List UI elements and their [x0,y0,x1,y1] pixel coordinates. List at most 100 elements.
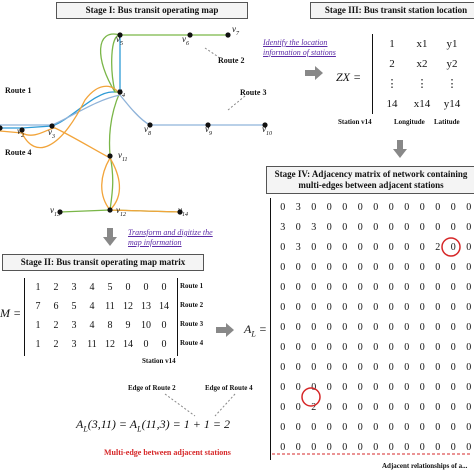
a-cell-2-4: 0 [342,242,348,253]
m-cell-1-0: 7 [35,301,41,312]
a-cell-11-3: 0 [326,422,332,433]
m-cell-3-7: 0 [161,339,167,350]
station-node-v9 [205,122,211,128]
a-cell-8-12: 0 [466,362,472,373]
m-cell-0-6: 0 [143,282,149,293]
a-cell-9-4: 0 [342,382,348,393]
a-cell-4-7: 0 [388,282,394,293]
a-cell-8-0: 0 [280,362,286,373]
a-cell-5-1: 0 [295,302,301,313]
zx-cell-0-0: 1 [389,38,395,50]
a-cell-3-4: 0 [342,262,348,273]
station-node-v7 [225,32,231,38]
dashed-bottom-line [272,453,472,455]
arrow-right-2-icon [216,323,234,337]
route4-line [0,127,181,213]
equation-caption: Multi-edge between adjacent stations [104,448,231,457]
a-cell-12-11: 0 [450,442,456,453]
a-cell-9-12: 0 [466,382,472,393]
equation-text: AL(3,11) = AL(11,3) = 1 + 1 = 2 [76,417,230,434]
a-cell-4-10: 0 [435,282,441,293]
v14-label: v14 [178,205,188,218]
a-cell-4-5: 0 [357,282,363,293]
a-cell-9-9: 0 [419,382,425,393]
a-cell-8-6: 0 [373,362,379,373]
edge-label-route4: Edge of Route 4 [205,384,253,392]
a-cell-4-0: 0 [280,282,286,293]
station-node-v10 [262,122,268,128]
route3-label: Route 3 [240,88,267,97]
m-cell-2-3: 4 [89,320,95,331]
a-cell-7-12: 0 [466,342,472,353]
a-cell-5-5: 0 [357,302,363,313]
a-cell-5-6: 0 [373,302,379,313]
a-cell-1-8: 0 [404,222,410,233]
m-cell-1-6: 13 [141,301,151,312]
arrow-note-2: Transform and digitize the map informati… [128,228,213,247]
a-cell-8-7: 0 [388,362,394,373]
m-cell-0-5: 0 [125,282,131,293]
a-cell-11-0: 0 [280,422,286,433]
m-cell-3-3: 11 [87,339,97,350]
highlight-circle-2-11-3 [301,387,321,407]
m-cell-1-3: 4 [89,301,95,312]
zx-cell-0-2: y1 [446,38,458,50]
stage3-footer-longitude: Longitude [394,118,425,126]
a-cell-12-12: 0 [466,442,472,453]
a-cell-3-9: 0 [419,262,425,273]
v11-label: v11 [118,150,128,163]
stage2-title: Stage II: Bus transit operating map matr… [2,254,204,271]
m-cell-1-4: 11 [105,301,115,312]
a-cell-3-1: 0 [295,262,301,273]
v3-label: v3 [48,127,55,140]
a-cell-2-0: 0 [280,242,286,253]
highlight-circle-2-3-11 [441,237,461,257]
a-cell-11-4: 0 [342,422,348,433]
a-cell-8-2: 0 [311,362,317,373]
a-cell-1-7: 0 [388,222,394,233]
zx-cell-3-0: 14 [386,98,398,110]
a-cell-3-10: 0 [435,262,441,273]
a-cell-11-5: 0 [357,422,363,433]
zx-cell-2-1: ⋮ [416,78,428,90]
a-cell-11-6: 0 [373,422,379,433]
a-cell-6-12: 0 [466,322,472,333]
a-cell-10-8: 0 [404,402,410,413]
v7-label: v7 [232,24,239,37]
a-cell-9-3: 0 [326,382,332,393]
a-cell-9-2: 0 [311,382,317,393]
a-cell-12-5: 0 [357,442,363,453]
a-cell-1-5: 0 [357,222,363,233]
a-cell-1-1: 0 [295,222,301,233]
a-cell-3-5: 0 [357,262,363,273]
m-cell-2-2: 3 [71,320,77,331]
m-cell-1-5: 12 [123,301,133,312]
a-cell-3-3: 0 [326,262,332,273]
m-cell-2-7: 0 [161,320,167,331]
a-cell-4-8: 0 [404,282,410,293]
a-cell-7-6: 0 [373,342,379,353]
a-cell-5-3: 0 [326,302,332,313]
stage3-footer-station: Station v14 [338,118,372,126]
a-cell-8-3: 0 [326,362,332,373]
arrow-right-1-icon [305,66,323,80]
a-cell-7-1: 0 [295,342,301,353]
a-cell-6-2: 0 [311,322,317,333]
a-cell-4-11: 0 [450,282,456,293]
stage3-title: Stage III: Bus transit station location [310,2,474,19]
a-cell-5-0: 0 [280,302,286,313]
a-cell-3-2: 0 [311,262,317,273]
a-cell-5-7: 0 [388,302,394,313]
a-cell-6-9: 0 [419,322,425,333]
a-cell-11-2: 0 [311,422,317,433]
a-cell-6-8: 0 [404,322,410,333]
arrow-down-1-icon [393,140,407,158]
v13-label: v13 [50,205,60,218]
a-cell-11-9: 0 [419,422,425,433]
a-cell-9-1: 0 [295,382,301,393]
a-cell-1-6: 0 [373,222,379,233]
a-cell-10-4: 0 [342,402,348,413]
route3-line [0,94,265,126]
